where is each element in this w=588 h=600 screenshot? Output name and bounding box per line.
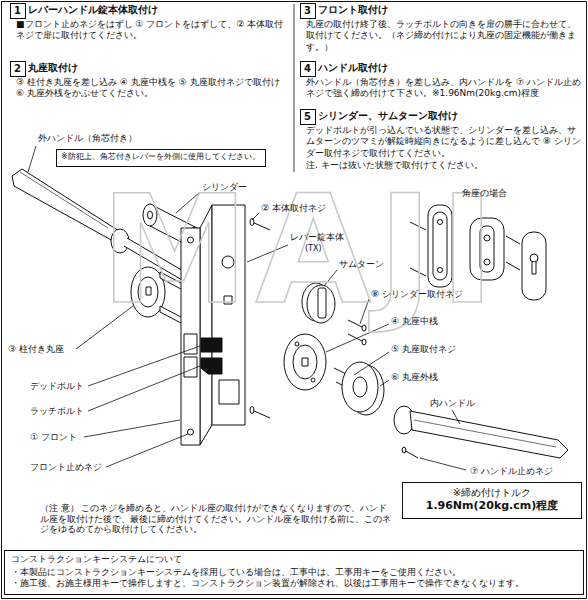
part-label: デッドボルト <box>30 381 84 392</box>
instruction-text: 外ハンドル（角芯付き）を差し込み、内ハンドルを ⑦ ハンドル止めネジで強く締め付… <box>306 77 582 100</box>
step-number: 3 <box>300 3 316 19</box>
caution-note: （注 意） このネジを締めると、ハンドル座の取付けができなくなりますので、ハンド… <box>40 503 395 535</box>
section-heading: シリンダー、サムターン取付け <box>318 110 458 123</box>
part-label: レバー錠本体 <box>290 232 344 243</box>
callout-number: 4 <box>304 62 312 75</box>
instruction-text: 丸座の取付け終了後、ラッチボルトの向きを扉の勝手に合わせて、取付けてください。（… <box>306 19 582 53</box>
section-heading: 丸座取付け <box>28 62 78 75</box>
instruction-note: 注. キーは抜いた状態で取付けてください。 <box>306 160 582 171</box>
box-text: ・施工後、お施主様用キーで操作しますと、コンストラクション装置が解除され、以後は… <box>11 578 577 590</box>
box-text: コンストラクションキーシステムについて <box>11 554 577 566</box>
instruction-text: ③ 柱付き丸座を差し込み ④ 丸座中桟を ⑤ 丸座取付ネジで取付け ⑥ 丸座外桟… <box>16 77 290 100</box>
section-heading: レバーハンドル錠本体取付け <box>28 4 158 17</box>
part-label: ④ 丸座中桟 <box>391 316 438 327</box>
step-number: 2 <box>10 61 26 77</box>
part-label: ⑥ 丸座外桟 <box>391 372 438 383</box>
instruction-text: デッドボルトが引っ込んでいる状態で、シリンダーを差し込み、サムターンのツマミが解… <box>306 125 582 159</box>
callout-number: 5 <box>304 110 312 123</box>
inner-rose <box>284 334 326 390</box>
callout-number: 1 <box>14 4 22 17</box>
step-number: 5 <box>300 109 316 125</box>
step-number: 4 <box>300 61 316 77</box>
step-number: 1 <box>10 3 26 19</box>
callout-number: 3 <box>304 4 312 17</box>
part-label: ⑧ シリンダー取付ネジ <box>371 289 463 300</box>
watermark: MAJI <box>100 175 501 325</box>
part-label: ② 本体取付ネジ <box>261 203 326 214</box>
handle-screw <box>402 447 418 458</box>
warning-box: ※防犯上、角芯付きレバーを外側に使用してください。 <box>56 149 266 167</box>
part-label: フロント止めネジ <box>30 462 102 473</box>
torque-box: ※締め付けトルク1.96Nm(20kg.cm)程度 <box>402 482 582 519</box>
info-box: コンストラクションキーシステムについて・本製品にコンストラクションキーシステムを… <box>4 550 584 595</box>
inner-handle <box>394 406 568 458</box>
part-label: 内ハンドル <box>430 398 475 409</box>
part-label: ① フロント <box>30 432 77 443</box>
separators <box>294 4 295 172</box>
part-label: ⑤ 丸座取付ネジ <box>391 344 456 355</box>
instruction-text: ■フロント止めネジをはずし ① フロントをはずして、② 本体取付ネジで扉に取付け… <box>16 19 290 42</box>
part-label: 角座の場合 <box>462 188 507 199</box>
part-label: サムターン <box>339 259 384 270</box>
rose-cover <box>342 362 384 415</box>
part-label: シリンダー <box>202 182 247 193</box>
section-heading: フロント取付け <box>318 4 388 17</box>
part-label: ラッチボルト <box>30 406 84 417</box>
part-label: 外ハンドル（角芯付き） <box>38 133 137 144</box>
box-text: ※締め付けトルク <box>407 486 577 499</box>
part-label: ⑦ ハンドル止めネジ <box>470 466 553 477</box>
section-heading: ハンドル取付け <box>318 62 388 75</box>
box-text: ・本製品にコンストラクションキーシステムを採用している場合は、工事中は、工事用キ… <box>11 567 577 579</box>
callout-number: 2 <box>14 62 22 75</box>
part-label: ③ 柱付き丸座 <box>8 344 64 355</box>
box-text: ※防犯上、角芯付きレバーを外側に使用してください。 <box>61 152 261 162</box>
box-text: 1.96Nm(20kg.cm)程度 <box>407 499 577 513</box>
part-label: (TX) <box>305 244 322 254</box>
